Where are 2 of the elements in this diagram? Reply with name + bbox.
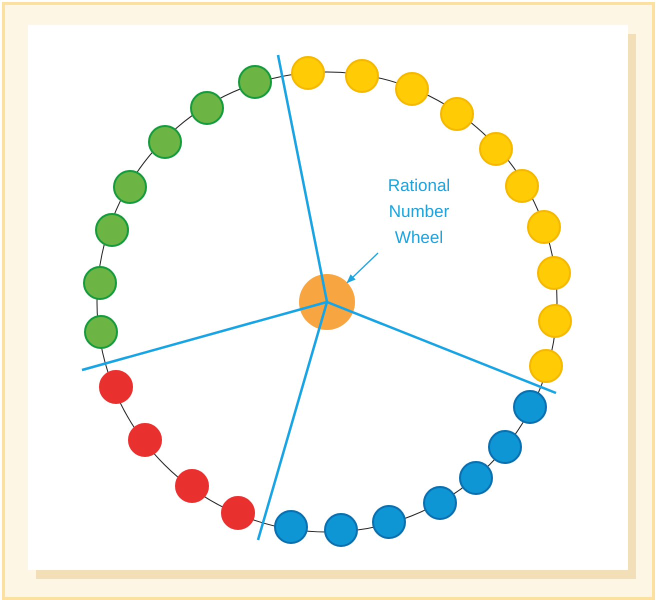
- leader-arrow: [346, 252, 378, 284]
- wheel-label: Rational Number Wheel: [374, 173, 464, 251]
